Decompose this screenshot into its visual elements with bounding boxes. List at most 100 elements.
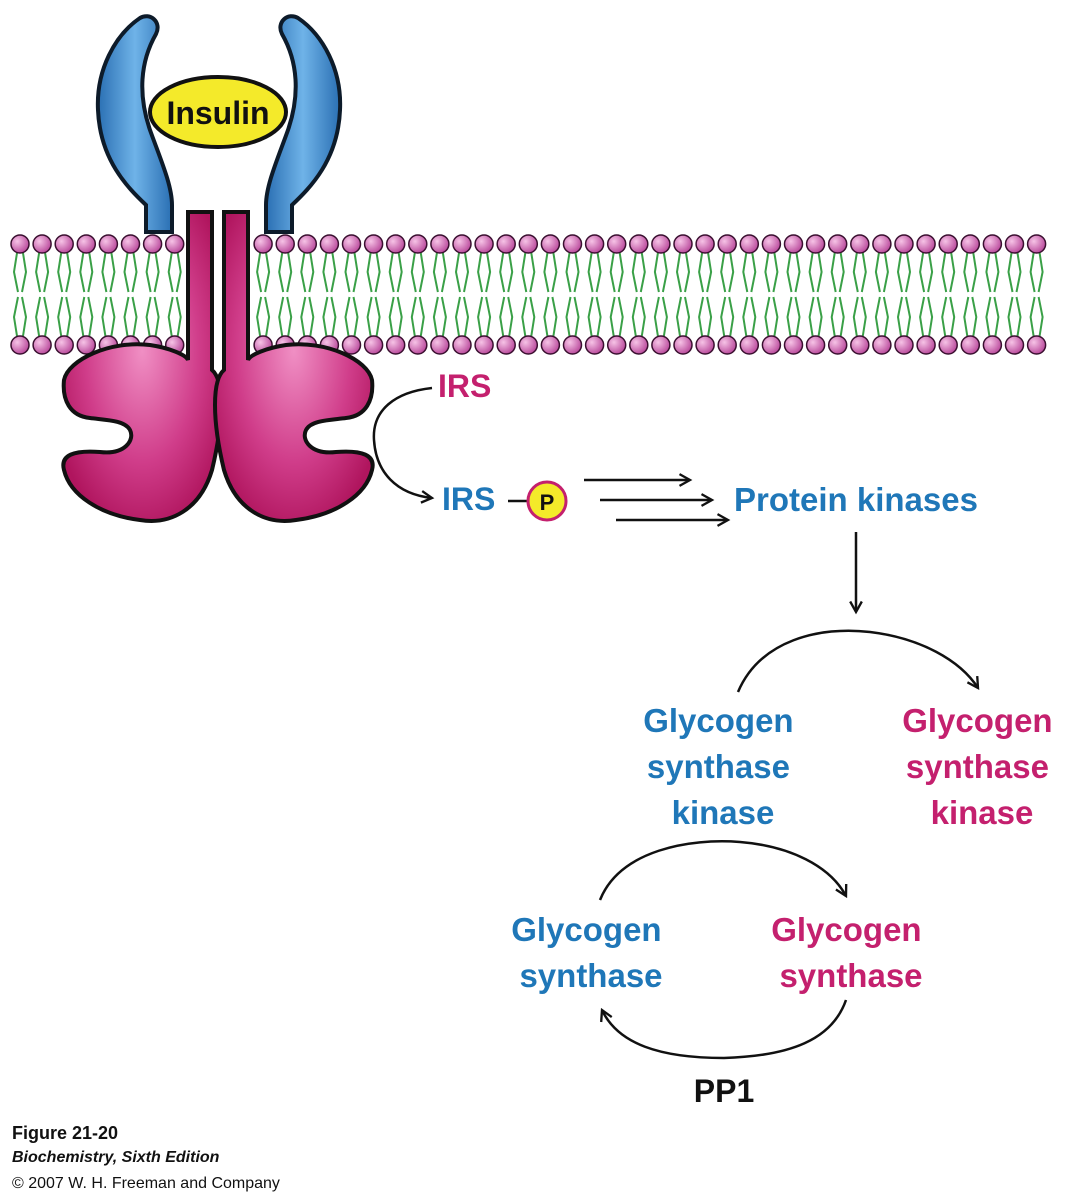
lipid-tail [653, 252, 660, 293]
lipid-tail [344, 296, 351, 337]
lipid-tail [794, 252, 801, 293]
lipid-tail [772, 252, 779, 293]
lipid-head [452, 335, 472, 355]
lipid-tail [1007, 252, 1014, 293]
lipid-tail [706, 252, 713, 293]
lipid-tail [278, 252, 285, 293]
lipid-head [32, 234, 52, 254]
lipid-tail [609, 252, 616, 293]
lipid-head [584, 234, 605, 254]
lipid-tail [308, 296, 315, 337]
gsk-inactive-line-3: kinase [931, 794, 1034, 831]
lipid-head [695, 234, 715, 254]
receptor-beta-left [61, 210, 223, 523]
book-title: Biochemistry, Sixth Edition [12, 1149, 220, 1166]
lipid-tail [816, 296, 823, 337]
lipid-tail [1037, 252, 1044, 293]
lipid-head [783, 335, 804, 355]
lipid-tail [874, 296, 881, 337]
receptor-alpha-left [95, 14, 174, 234]
lipid-head [496, 335, 516, 355]
lipid-tail [330, 252, 337, 293]
lipid-tail [728, 296, 735, 337]
lipid-head [474, 234, 494, 254]
lipid-tail [1037, 296, 1044, 337]
lipid-tail [742, 296, 749, 337]
lipid-tail [595, 252, 602, 293]
lipid-head [562, 335, 583, 355]
lipid-tail [684, 252, 691, 293]
lipid-tail [949, 252, 956, 293]
copyright-notice: © 2007 W. H. Freeman and Company [12, 1175, 280, 1192]
cell-membrane [10, 234, 1047, 355]
lipid-head [430, 335, 450, 355]
lipid-tail [750, 252, 757, 293]
lipid-tail [322, 252, 329, 293]
lipid-head [341, 234, 362, 254]
lipid-tail [905, 252, 912, 293]
lipid-tail [167, 252, 174, 293]
lipid-tail [609, 296, 616, 337]
lipid-tail [35, 296, 42, 337]
lipid-tail [631, 252, 638, 293]
lipid-tail [949, 296, 956, 337]
lipid-tail [21, 252, 28, 293]
lipid-tail [330, 296, 337, 337]
lipid-head [805, 234, 826, 254]
lipid-head [938, 234, 958, 254]
lipid-head [827, 335, 848, 355]
lipid-tail [344, 252, 351, 293]
lipid-tail [388, 252, 395, 293]
protein-kinases-label: Protein kinases [734, 481, 978, 518]
lipid-tails-top [12, 252, 1044, 293]
lipid-tail [366, 296, 373, 337]
lipid-tail [175, 252, 182, 293]
gs-inactive-line-2: synthase [779, 957, 922, 994]
lipid-tail [35, 252, 42, 293]
lipid-tail [109, 296, 116, 337]
lipid-tail [896, 252, 903, 293]
lipid-tail [57, 252, 64, 293]
lipid-head [761, 335, 782, 355]
lipid-head [474, 335, 494, 355]
lipid-tail [79, 296, 86, 337]
lipid-head [408, 335, 428, 355]
lipid-heads-top [10, 234, 1047, 254]
lipid-tail [1029, 296, 1036, 337]
lipid-tail [639, 252, 646, 293]
gs-inactive-line-1: Glycogen [771, 911, 921, 948]
lipid-head [385, 335, 406, 355]
lipid-tail [286, 296, 293, 337]
signaling-cascade-arrows [584, 480, 728, 520]
lipid-head [850, 234, 870, 254]
lipid-head [142, 234, 163, 254]
lipid-head [916, 335, 936, 355]
lipid-tail [264, 296, 271, 337]
lipid-tail [661, 296, 668, 337]
lipid-tail [521, 296, 528, 337]
lipid-head [430, 234, 450, 254]
lipid-tail [587, 296, 594, 337]
gs-active-line-2: synthase [519, 957, 662, 994]
lipid-head [518, 234, 539, 254]
gsk-active-line-3: kinase [672, 794, 775, 831]
lipid-tail [830, 252, 837, 293]
lipid-tail [278, 296, 285, 337]
receptor-beta-right [213, 210, 375, 523]
lipid-tail [12, 296, 19, 337]
gs-inactive-label: Glycogen synthase [771, 911, 931, 994]
lipid-tail [565, 252, 572, 293]
lipid-tail [764, 296, 771, 337]
lipid-head [10, 335, 30, 355]
lipid-tail [286, 252, 293, 293]
lipid-head [783, 234, 804, 254]
irs-phosphorylation-arrow [372, 386, 432, 498]
gsk-active-line-1: Glycogen [643, 702, 793, 739]
lipid-tail [794, 296, 801, 337]
phosphate-label: P [540, 490, 555, 515]
lipid-tail [485, 252, 492, 293]
lipid-tail [971, 252, 978, 293]
lipid-tail [595, 296, 602, 337]
lipid-tail [167, 296, 174, 337]
gs-phosphorylation-arrow [598, 840, 846, 901]
